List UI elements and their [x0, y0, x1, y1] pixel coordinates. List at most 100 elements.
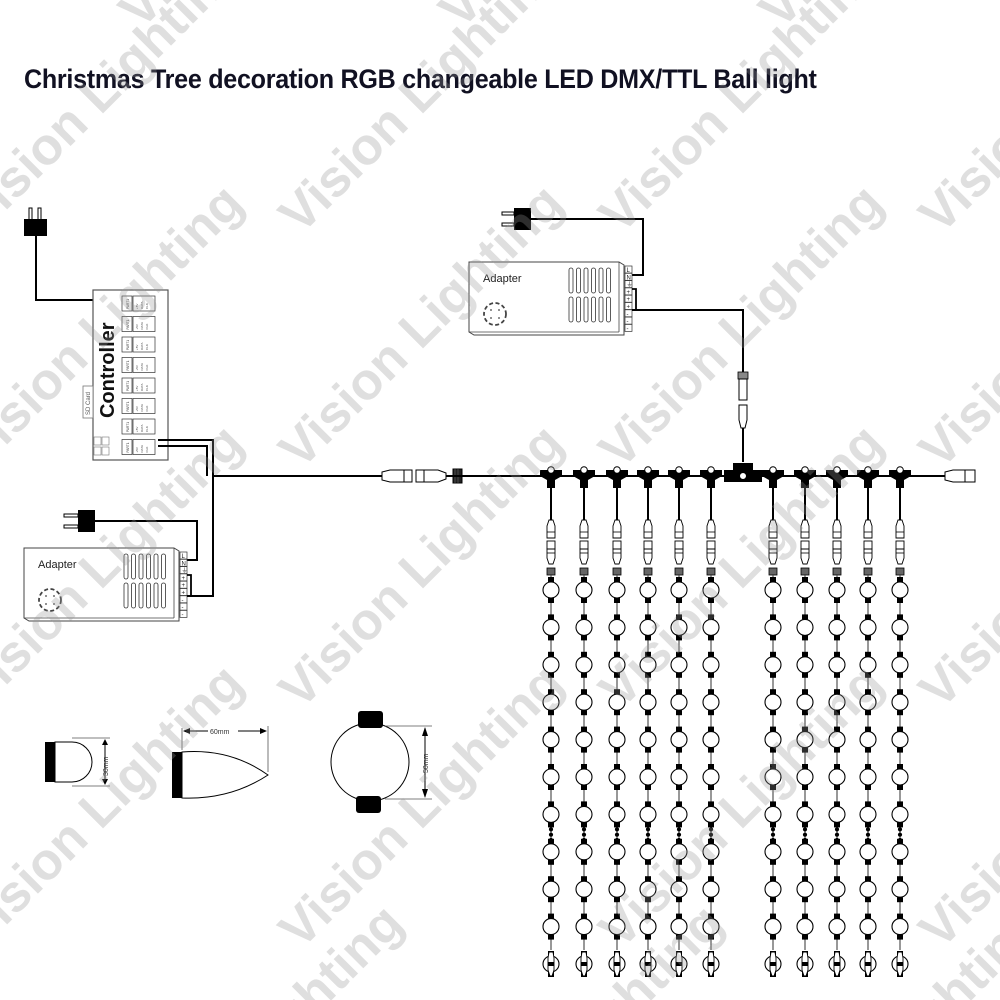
- ellipsis-dot: [802, 827, 808, 832]
- led-ball-icon: [670, 876, 688, 903]
- strand-end-cap-icon: [580, 951, 588, 977]
- trunk-connector-female-icon: [415, 469, 447, 483]
- svg-text:DATA: DATA: [140, 322, 144, 330]
- led-ball-icon: [828, 651, 846, 678]
- svg-text:+: +: [627, 290, 631, 296]
- svg-text:PART1: PART1: [126, 340, 130, 350]
- adapter-top-power-cable: [531, 218, 644, 276]
- ellipsis-dot: [645, 827, 651, 832]
- led-ball-icon: [608, 651, 626, 678]
- led-ball-icon: [670, 801, 688, 828]
- svg-text:+5V: +5V: [135, 447, 139, 452]
- tee-connector-icon: [762, 466, 784, 488]
- led-ball-icon: [575, 651, 593, 678]
- led-ball-icon: [542, 726, 560, 753]
- ball-front-view: 50mm: [330, 711, 432, 813]
- svg-text:+5V: +5V: [135, 304, 139, 309]
- svg-text:PART1: PART1: [126, 442, 130, 452]
- ellipsis-dot: [548, 832, 554, 837]
- strand-end-cap-icon: [675, 951, 683, 977]
- svg-text:CLK: CLK: [145, 426, 149, 432]
- led-ball-icon: [702, 913, 720, 940]
- led-ball-icon: [796, 913, 814, 940]
- led-ball-icon: [891, 876, 909, 903]
- led-ball-icon: [608, 689, 626, 716]
- trunk-connector-male-icon: [381, 469, 413, 483]
- led-ball-icon: [575, 801, 593, 828]
- svg-text:DATA: DATA: [140, 363, 144, 371]
- svg-text:+: +: [627, 305, 631, 311]
- bulb-side-view: 30mm: [45, 737, 110, 787]
- led-ball-icon: [764, 801, 782, 828]
- svg-text:PART1: PART1: [126, 381, 130, 391]
- svg-text:PART1: PART1: [126, 422, 130, 432]
- tee-connector-icon: [668, 466, 690, 488]
- led-ball-icon: [670, 726, 688, 753]
- svg-text:CLK: CLK: [145, 447, 149, 453]
- strand-coupler-icon: [863, 567, 873, 576]
- sd-card-label: SD Card: [86, 392, 92, 415]
- ellipsis-dot: [834, 832, 840, 837]
- led-ball-icon: [608, 764, 626, 790]
- led-ball-icon: [859, 764, 877, 790]
- led-ball-icon: [859, 651, 877, 678]
- strand-connector-icon: [674, 519, 684, 565]
- svg-text:+: +: [182, 576, 186, 582]
- led-ball-icon: [670, 838, 688, 865]
- trunk-end-connector-icon: [944, 469, 976, 483]
- terminal-block: LN⏚+++---: [179, 551, 188, 618]
- svg-text:-: -: [182, 605, 184, 611]
- led-ball-icon: [796, 689, 814, 716]
- svg-text:PART1: PART1: [126, 319, 130, 329]
- led-strand: [762, 466, 784, 977]
- led-ball-icon: [828, 577, 846, 603]
- led-ball-icon: [575, 577, 593, 603]
- led-ball-icon: [575, 764, 593, 790]
- svg-text:-: -: [627, 312, 629, 318]
- ball-dimension: 50mm: [423, 753, 430, 773]
- led-ball-icon: [702, 614, 720, 641]
- svg-text:L: L: [182, 554, 186, 560]
- led-ball-icon: [859, 577, 877, 603]
- strand-coupler-icon: [800, 567, 810, 576]
- ellipsis-dot: [770, 832, 776, 837]
- ellipsis-dot: [865, 832, 871, 837]
- led-ball-icon: [828, 876, 846, 903]
- led-ball-icon: [542, 651, 560, 678]
- tee-connector-icon: [826, 466, 848, 488]
- svg-text:+5V: +5V: [135, 406, 139, 411]
- svg-text:DATA: DATA: [140, 383, 144, 391]
- led-ball-icon: [859, 801, 877, 828]
- strand-coupler-icon: [706, 567, 716, 576]
- led-ball-icon: [608, 838, 626, 865]
- bulb-side-dimension: 30mm: [103, 756, 110, 776]
- led-ball-icon: [859, 876, 877, 903]
- led-ball-icon: [891, 913, 909, 940]
- controller-output-cable: [158, 439, 214, 476]
- led-ball-icon: [702, 764, 720, 790]
- led-ball-icon: [639, 838, 657, 865]
- fan-icon: [483, 302, 507, 326]
- svg-text:N: N: [627, 275, 631, 281]
- strand-connector-icon: [895, 519, 905, 565]
- adapter-bottom-power-cable: [95, 520, 198, 561]
- led-ball-icon: [828, 801, 846, 828]
- tee-connector-icon: [700, 466, 722, 488]
- ellipsis-dot: [581, 827, 587, 832]
- svg-text:+5V: +5V: [135, 427, 139, 432]
- led-ball-icon: [796, 614, 814, 641]
- led-ball-icon: [608, 577, 626, 603]
- controller-output-cable-2: [158, 445, 208, 476]
- ellipsis-dot: [676, 827, 682, 832]
- led-ball-icon: [764, 876, 782, 903]
- strand-end-cap-icon: [833, 951, 841, 977]
- led-ball-icon: [859, 614, 877, 641]
- led-ball-icon: [891, 726, 909, 753]
- led-ball-icon: [542, 838, 560, 865]
- led-ball-icon: [796, 764, 814, 790]
- led-ball-icon: [891, 801, 909, 828]
- svg-text:CLK: CLK: [145, 406, 149, 412]
